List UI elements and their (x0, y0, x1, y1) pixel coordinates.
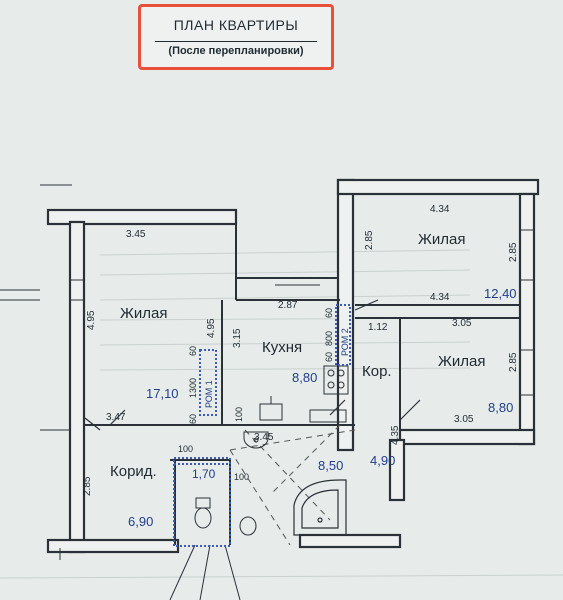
room-name-living-left: Жилая (120, 305, 167, 322)
dim-1300: 1300 (188, 378, 198, 398)
counter-icon (309, 409, 347, 423)
area-living-left: 17,10 (146, 386, 179, 401)
dim-4-95-inner: 4.95 (206, 318, 217, 338)
room-name-living-top-right: Жилая (418, 231, 465, 248)
diagonal-guides (229, 424, 356, 546)
label-rom1: РОМ 1 (204, 380, 214, 408)
dim-4-95-left: 4.95 (86, 310, 97, 330)
title-underline (155, 41, 317, 42)
page-subtitle: (После перепланировки) (168, 45, 304, 57)
dim-100-c: 100 (234, 472, 249, 482)
area-kitchen: 8,80 (292, 370, 317, 385)
area-corridor-left: 6,90 (128, 514, 153, 529)
dim-2-85-b: 2.85 (508, 242, 519, 262)
dimension-ticks (0, 184, 72, 560)
redevelopment-marks (173, 304, 351, 547)
toilet-icon (194, 497, 212, 529)
dim-800: 800 (324, 331, 334, 346)
dim-3-05-a: 3.05 (452, 318, 472, 329)
room-name-kitchen: Кухня (262, 339, 302, 356)
dim-3-45-bottom: 3.45 (254, 432, 274, 443)
label-rom2: РОМ 2 (340, 328, 350, 356)
dim-2-87: 2.87 (278, 300, 298, 311)
area-corridor-small: 4,90 (370, 453, 395, 468)
background-grid (0, 249, 563, 579)
doors (84, 299, 421, 431)
page-title: ПЛАН КВАРТИРЫ (173, 17, 299, 33)
dim-100-a: 100 (234, 407, 244, 422)
partitions (84, 222, 520, 545)
dim-3-15: 3.15 (232, 328, 243, 348)
room-name-living-mid-right: Жилая (438, 353, 485, 370)
dim-60-c: 60 (324, 308, 334, 318)
area-bathroom: 8,50 (318, 458, 343, 473)
dim-2-85-c: 2.85 (508, 352, 519, 372)
wash-basin-icon (243, 431, 269, 449)
dim-60-d: 60 (324, 352, 334, 362)
area-living-top-right: 12,40 (484, 286, 517, 301)
kitchen-sink-icon (259, 396, 283, 421)
windows (70, 229, 534, 396)
walls (46, 178, 540, 554)
bidet-icon (239, 516, 257, 536)
dim-1-12: 1.12 (368, 322, 388, 333)
dim-3-05-b: 3.05 (454, 414, 474, 425)
area-living-mid-right: 8,80 (488, 400, 513, 415)
dim-3-47: 3.47 (106, 412, 126, 423)
dim-2-85-a: 2.85 (364, 230, 375, 250)
bathtub-icon (293, 479, 347, 536)
dim-4-35: 4.35 (390, 425, 401, 445)
dim-2-85-left: 2.85 (82, 476, 93, 496)
stove-icon (323, 365, 349, 395)
dim-60-b: 60 (188, 414, 198, 424)
area-toilet: 1,70 (192, 467, 216, 481)
dim-3-45-top: 3.45 (126, 229, 146, 240)
room-name-corridor-small: Кор. (362, 363, 392, 380)
dim-100-b: 100 (178, 444, 193, 454)
title-box: ПЛАН КВАРТИРЫ (После перепланировки) (138, 4, 334, 70)
hatch-lines (169, 544, 241, 600)
dim-4-34-mid: 4.34 (430, 292, 450, 303)
room-name-corridor-left: Корид. (110, 463, 157, 480)
dim-60-a: 60 (188, 346, 198, 356)
dim-4-34-top: 4.34 (430, 204, 450, 215)
